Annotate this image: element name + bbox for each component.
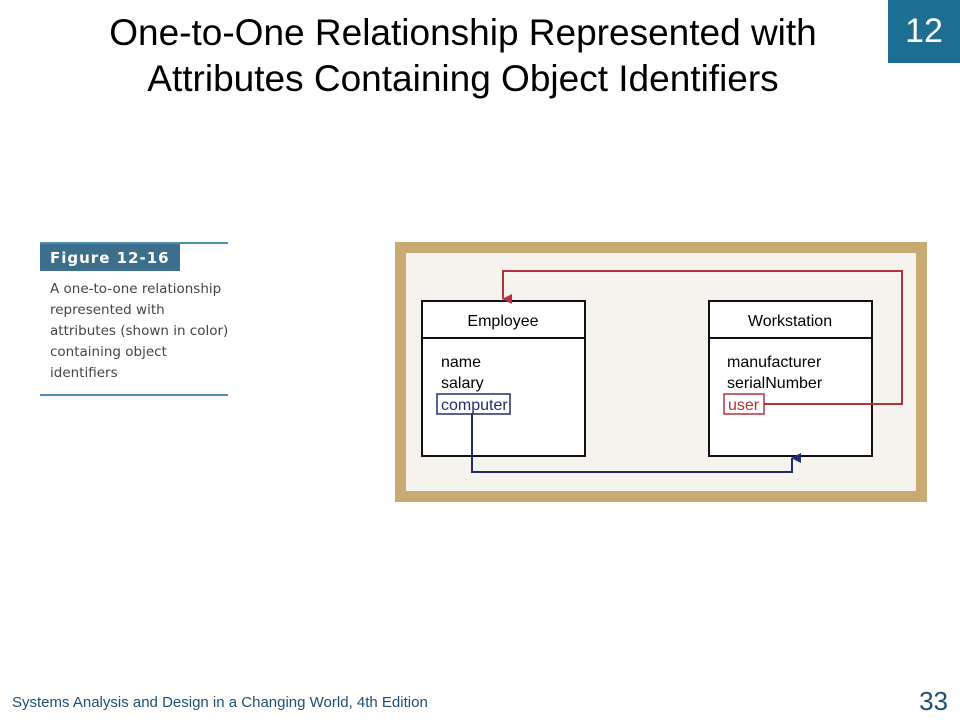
workstation-box <box>708 300 873 457</box>
user-to-employee-link <box>502 270 903 405</box>
class-diagram: Employee name salary computer Workstatio… <box>421 270 903 473</box>
figure-caption: Figure 12-16 A one-to-one relationship r… <box>40 242 228 396</box>
employee-attr-computer-highlight <box>436 393 511 415</box>
computer-to-workstation-link <box>471 414 801 473</box>
employee-attr-salary: salary <box>441 375 484 392</box>
figure-label: Figure 12-16 <box>40 244 180 271</box>
slide-title: One-to-One Relationship Represented with… <box>109 12 817 99</box>
workstation-attr-serialnumber: serialNumber <box>727 375 823 392</box>
caption-top-rule <box>40 242 228 244</box>
employee-attr-name: name <box>441 354 481 371</box>
footer-text: Systems Analysis and Design in a Changin… <box>12 694 428 711</box>
employee-class-name: Employee <box>467 313 538 330</box>
employee-attr-computer: computer <box>441 397 508 414</box>
workstation-class-name: Workstation <box>748 313 832 330</box>
employee-box <box>421 300 586 457</box>
diagram-canvas: Employee name salary computer Workstatio… <box>406 253 916 491</box>
figure-caption-text: A one-to-one relationship represented wi… <box>50 281 229 381</box>
workstation-attr-user: user <box>728 397 760 414</box>
chapter-badge: 12 <box>888 0 960 63</box>
employee-class: Employee name salary computer <box>421 300 586 457</box>
diagram-frame: Employee name salary computer Workstatio… <box>395 242 927 502</box>
workstation-class: Workstation manufacturer serialNumber us… <box>708 300 873 457</box>
workstation-attr-manufacturer: manufacturer <box>727 354 822 371</box>
page-number: 33 <box>919 686 948 716</box>
caption-bottom-rule <box>40 394 228 396</box>
